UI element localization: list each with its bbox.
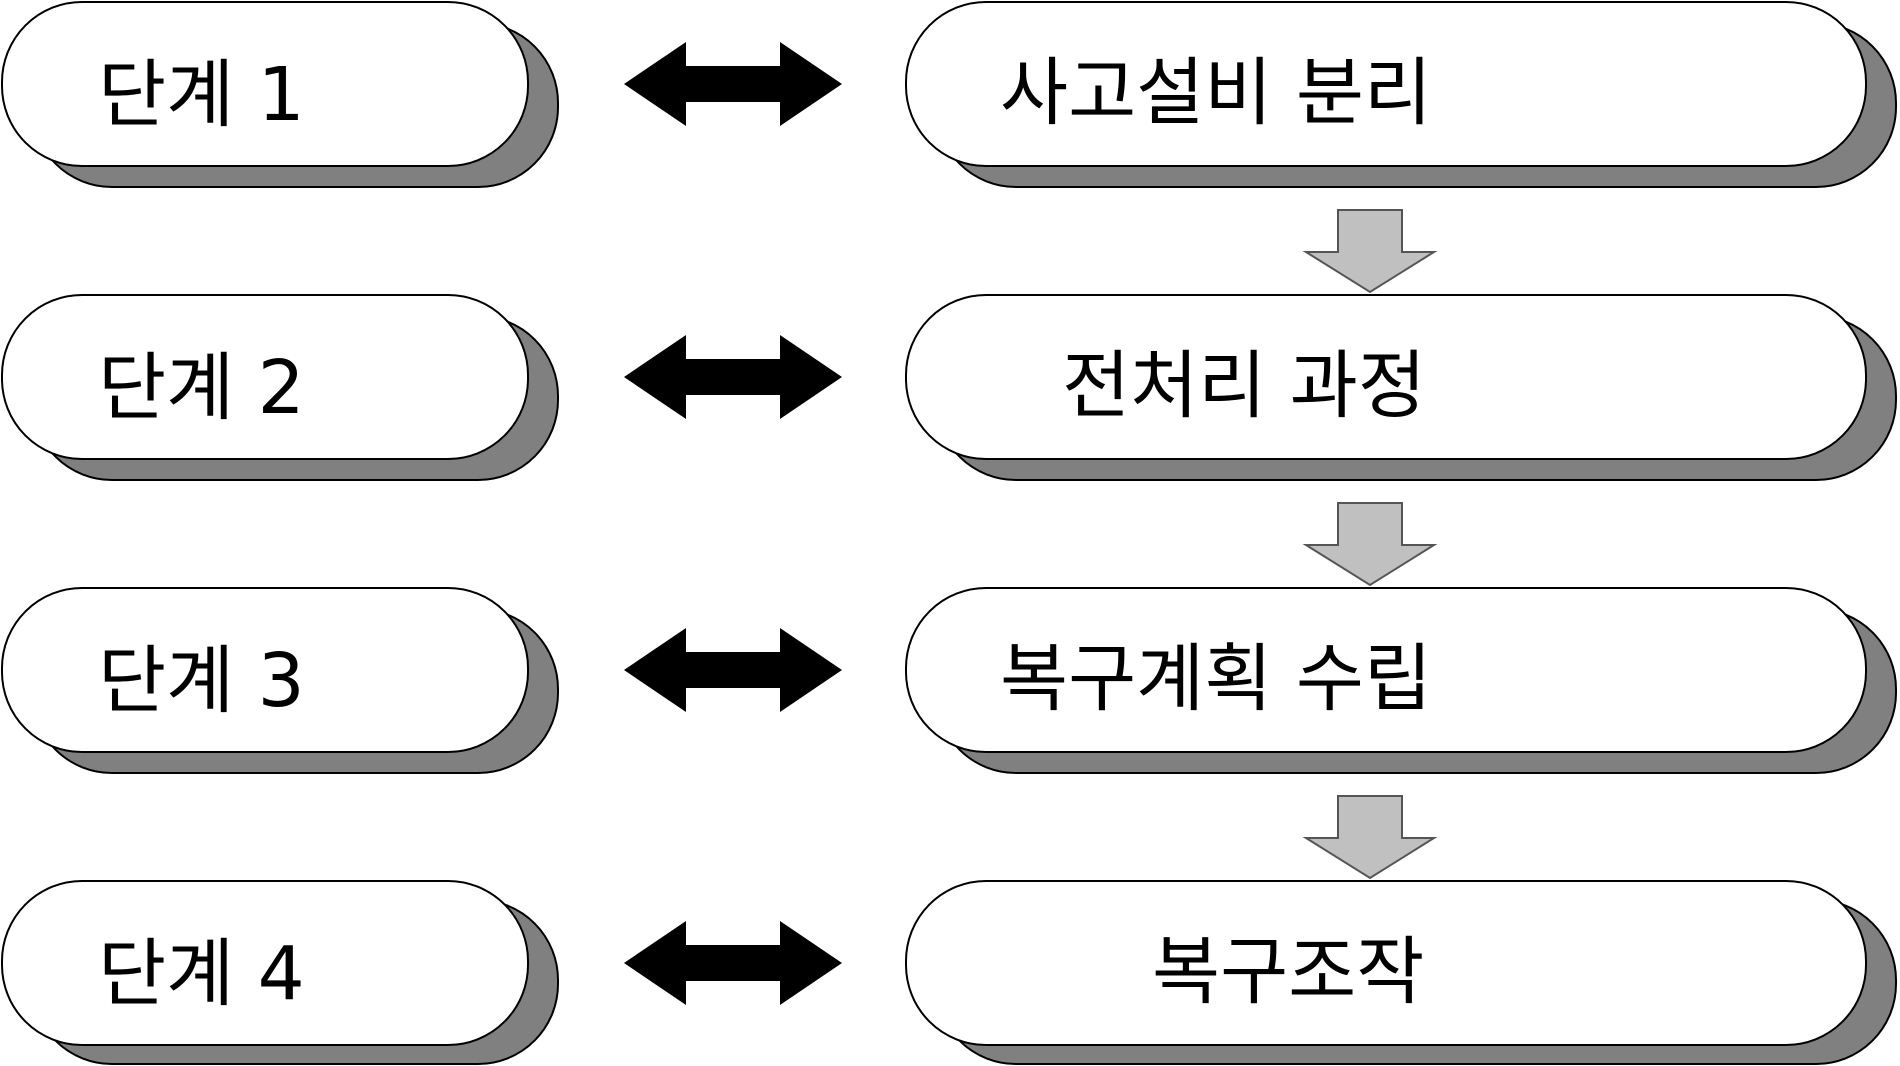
stage-label: 단계 2 — [98, 345, 305, 431]
task-pill — [905, 880, 1867, 1046]
task-label: 복구조작 — [1152, 929, 1424, 1015]
task-pill — [905, 1, 1867, 167]
stage-pill — [1, 880, 529, 1046]
double-arrow-icon — [624, 921, 842, 1005]
task-label: 전처리 과정 — [1062, 343, 1426, 429]
step-row-2: 단계 2 전처리 과정 — [1, 294, 1897, 481]
step-row-4: 단계 4 복구조작 — [1, 880, 1897, 1065]
double-arrow-icon — [624, 42, 842, 126]
stage-label: 단계 4 — [98, 931, 305, 1017]
task-pill — [905, 587, 1867, 753]
task-pill — [905, 294, 1867, 460]
down-arrow-icon — [1302, 209, 1438, 294]
double-arrow-icon — [624, 335, 842, 419]
task-label: 사고설비 분리 — [1000, 50, 1432, 136]
step-row-3: 단계 3 복구계획 수립 — [1, 587, 1897, 774]
down-arrow-icon — [1302, 795, 1438, 880]
stage-pill — [1, 1, 529, 167]
double-arrow-icon — [624, 628, 842, 712]
step-row-1: 단계 1 사고설비 분리 — [1, 1, 1897, 188]
stage-pill — [1, 294, 529, 460]
down-arrow-icon — [1302, 502, 1438, 587]
task-label: 복구계획 수립 — [1000, 636, 1432, 722]
stage-label: 단계 3 — [98, 638, 305, 724]
stage-pill — [1, 587, 529, 753]
stage-label: 단계 1 — [98, 52, 305, 138]
